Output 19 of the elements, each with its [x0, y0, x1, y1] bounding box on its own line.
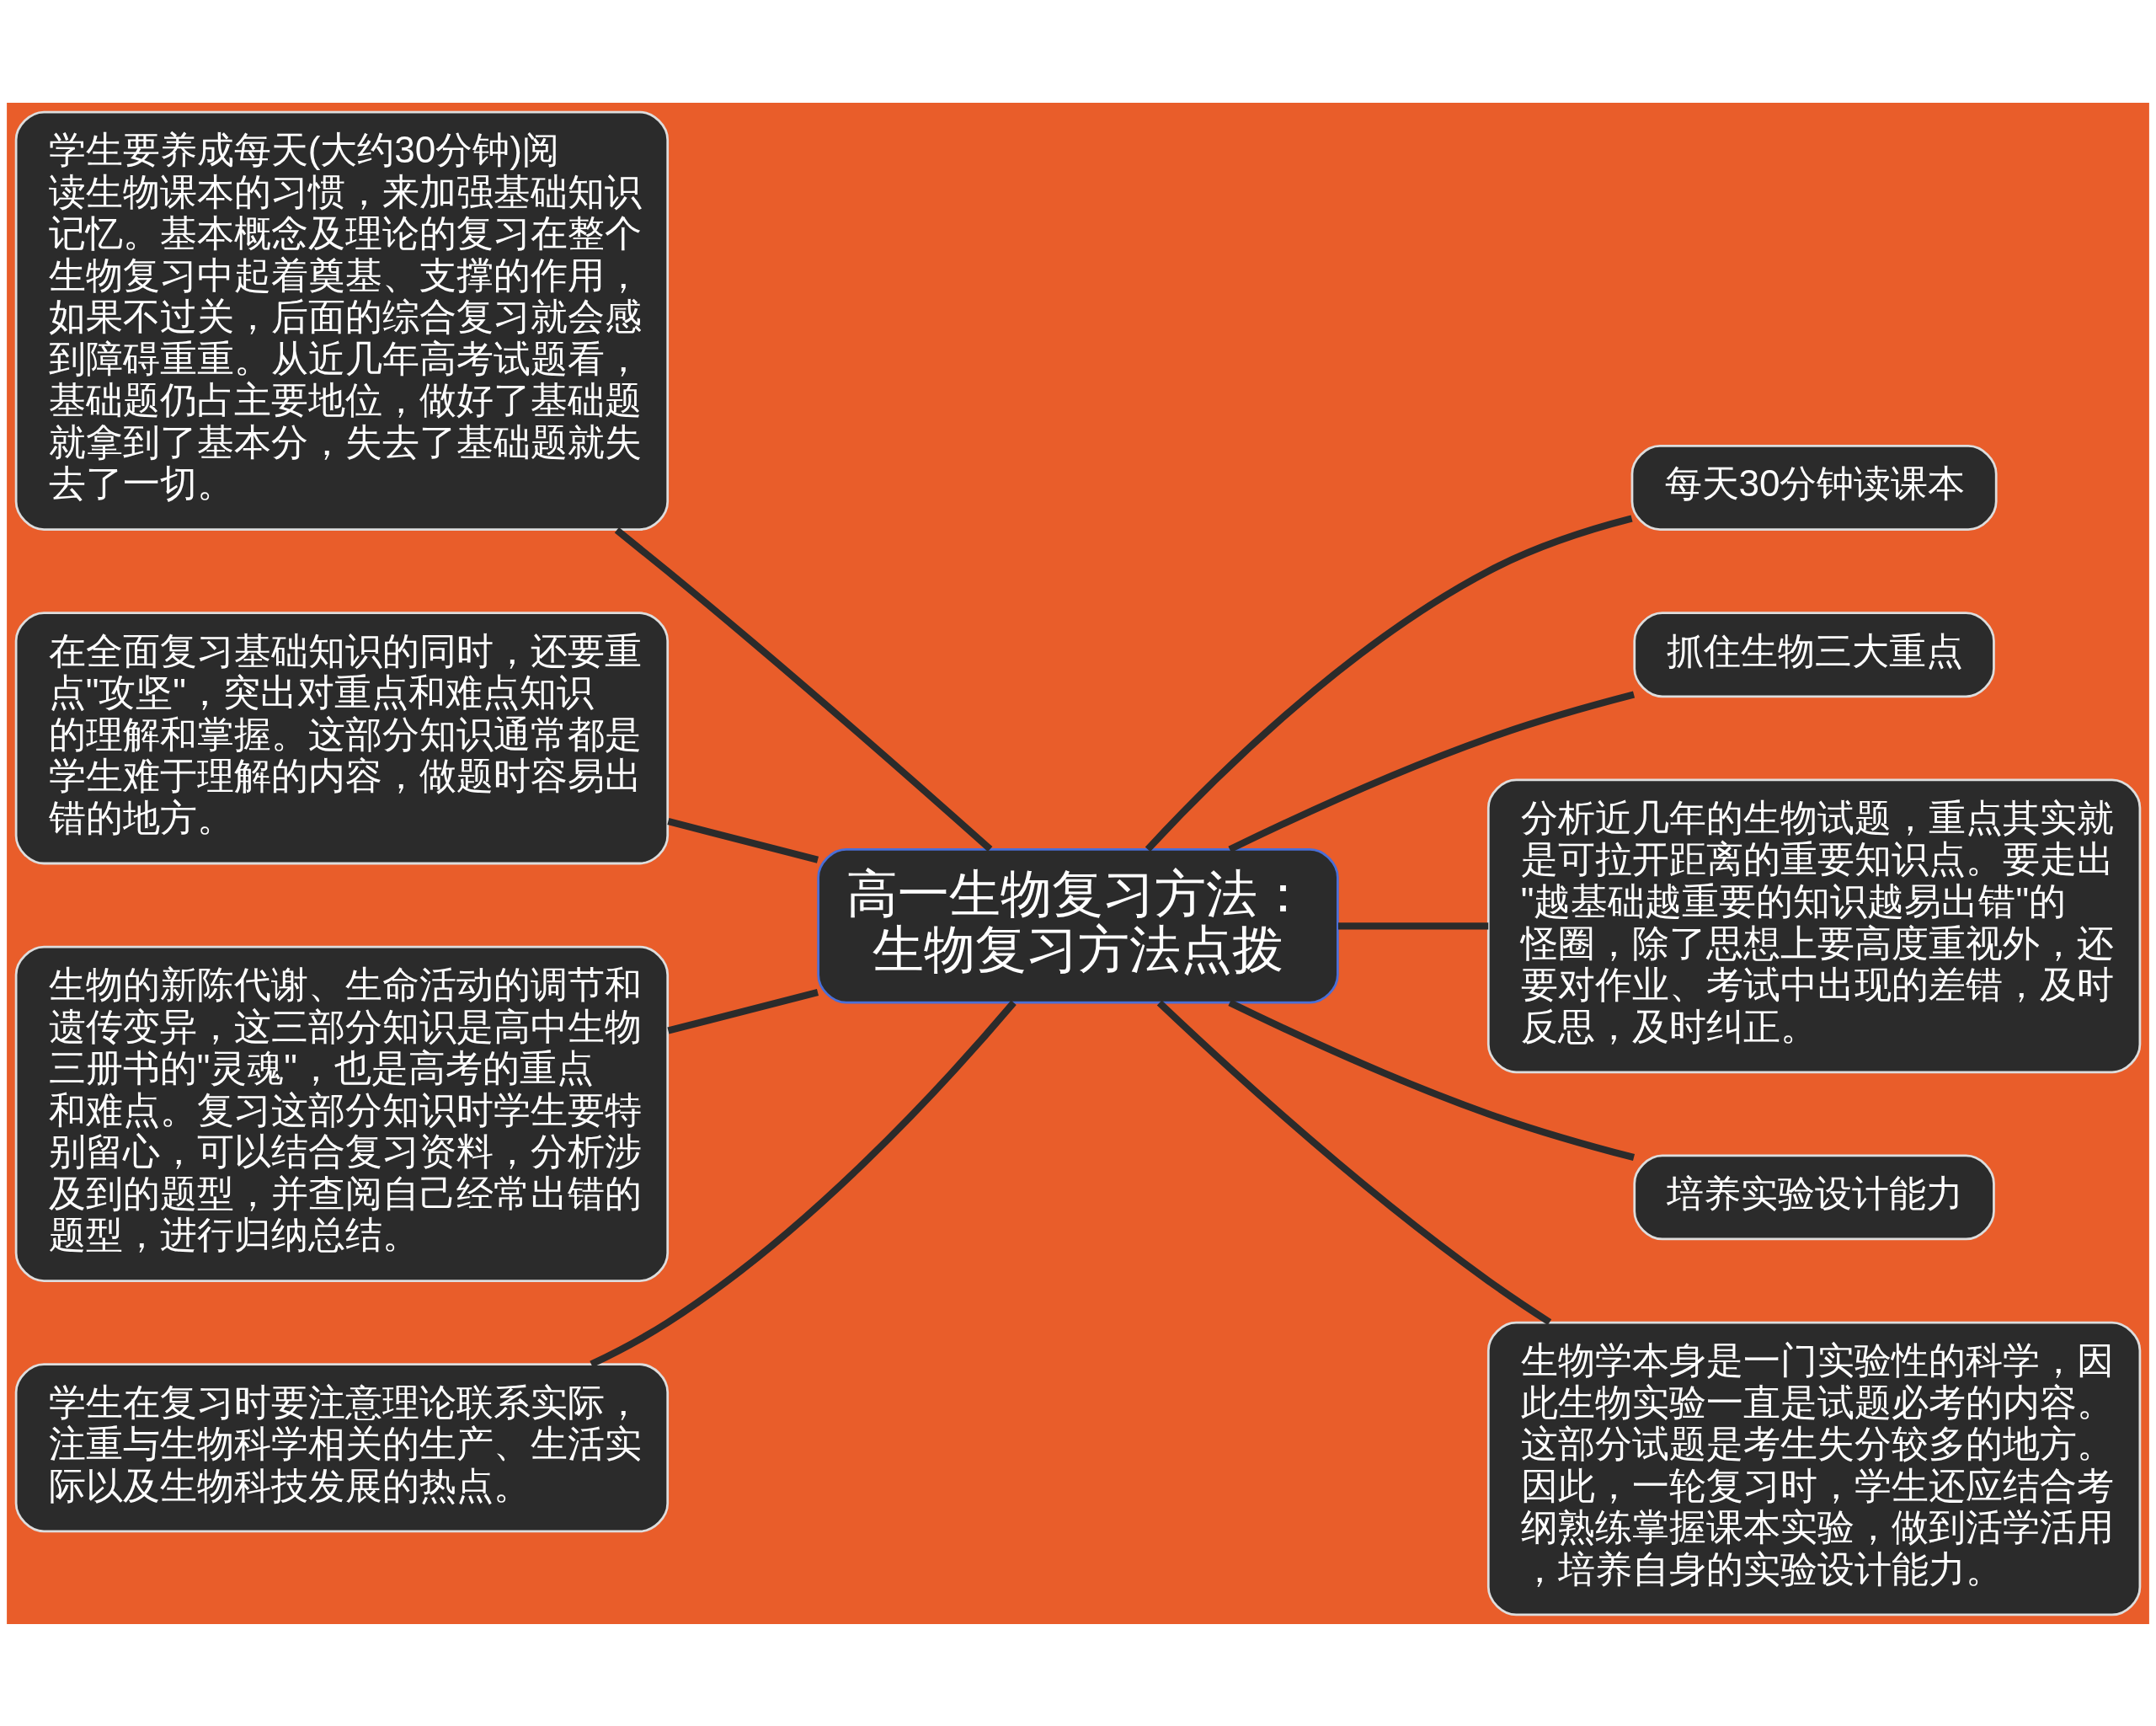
node-box: 抓住生物三大重点 — [1633, 611, 1995, 697]
connector — [1337, 922, 1489, 929]
connector — [1156, 1000, 1552, 1325]
node-box: 学生在复习时要注意理论联系实际，注重与生物科学相关的生产、生活实际以及生物科技发展的热点。 — [14, 1362, 670, 1532]
connector — [1228, 691, 1636, 852]
connector — [667, 988, 819, 1034]
node-box: 在全面复习基础知识的同时，还要重点"攻坚"，突出对重点和难点知识的理解和掌握。这部分知识通常都是学生难于理解的内容，做题时容易出错的地方。 — [14, 611, 670, 864]
connector — [1145, 515, 1633, 852]
connector — [614, 526, 993, 852]
node-box: 学生要养成每天(大约30分钟)阅读生物课本的习惯，来加强基础知识记忆。基本概念及理论的复习在整个生物复习中起着奠基、支撑的作用，如果不过关，后面的综合复习就会感到障碍重重。从近几年高考试题看，基础题仍占主要地位，做好了基础题就拿到了基本分，失去了基础题就失去了一切。 — [14, 110, 670, 531]
node-box: 生物的新陈代谢、生命活动的调节和遗传变异，这三部分知识是高中生物三册书的"灵魂"，也是高考的重点和难点。复习这部分知识时学生要特别留心，可以结合复习资料，分析涉及到的题型，并查阅自己经常出错的题型，进行归纳总结。 — [14, 945, 670, 1282]
node-box: 每天30分钟读课本 — [1630, 444, 1998, 531]
node-box: 培养实验设计能力 — [1633, 1154, 1995, 1240]
node-box: 高一生物复习方法：生物复习方法点拨 — [817, 847, 1339, 1004]
node-box: 分析近几年的生物试题，重点其实就是可拉开距离的重要知识点。要走出"越基础越重要的知识越易出错"的怪圈，除了思想上要高度重视外，还要对作业、考试中出现的差错，及时反思，及时纠正。 — [1486, 778, 2142, 1073]
node-box: 生物学本身是一门实验性的科学，因此生物实验一直是试题必考的内容。这部分试题是考生失分较多的地方。因此，一轮复习时，学生还应结合考纲熟练掌握课本实验，做到活学活用，培养自身的实验设计能力。 — [1486, 1321, 2142, 1616]
connector — [667, 817, 819, 863]
connector — [590, 1000, 1017, 1367]
connector — [1228, 999, 1636, 1161]
